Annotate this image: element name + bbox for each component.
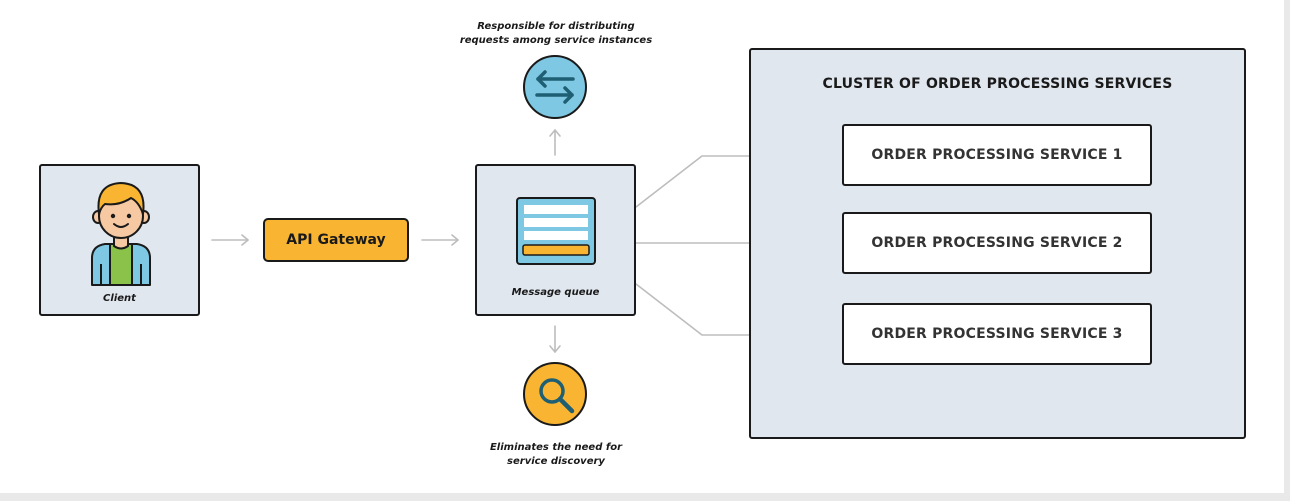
balancer-caption: Responsible for distributing requests am… <box>440 20 672 48</box>
discovery-caption-line-1: Eliminates the need for <box>489 442 623 453</box>
queue-icon <box>516 197 596 265</box>
arrow-queue-to-balancer <box>549 129 561 156</box>
cluster-title: CLUSTER OF ORDER PROCESSING SERVICES <box>822 76 1173 92</box>
message-queue-box: Message queue <box>475 164 636 316</box>
magnifier-icon <box>539 378 575 414</box>
discovery-caption: Eliminates the need for service discover… <box>440 441 672 469</box>
order-processing-service-1: ORDER PROCESSING SERVICE 1 <box>842 124 1152 186</box>
arrow-gateway-to-queue <box>421 234 459 246</box>
order-processing-service-3: ORDER PROCESSING SERVICE 3 <box>842 303 1152 365</box>
discovery-caption-line-2: service discovery <box>507 456 605 467</box>
client-box: Client <box>39 164 200 316</box>
client-avatar-icon <box>91 182 151 286</box>
balancer-caption-line-2: requests among service instances <box>459 35 653 46</box>
load-balancer-circle <box>523 55 587 119</box>
order-processing-service-2: ORDER PROCESSING SERVICE 2 <box>842 212 1152 274</box>
api-gateway-box: API Gateway <box>263 218 409 262</box>
service-discovery-circle <box>523 362 587 426</box>
balancer-caption-line-1: Responsible for distributing <box>477 21 635 32</box>
arrow-client-to-gateway <box>211 234 249 246</box>
arrow-queue-to-discovery <box>549 325 561 353</box>
swap-arrows-icon <box>535 70 575 104</box>
client-label: Client <box>103 293 136 304</box>
message-queue-label: Message queue <box>511 287 600 298</box>
